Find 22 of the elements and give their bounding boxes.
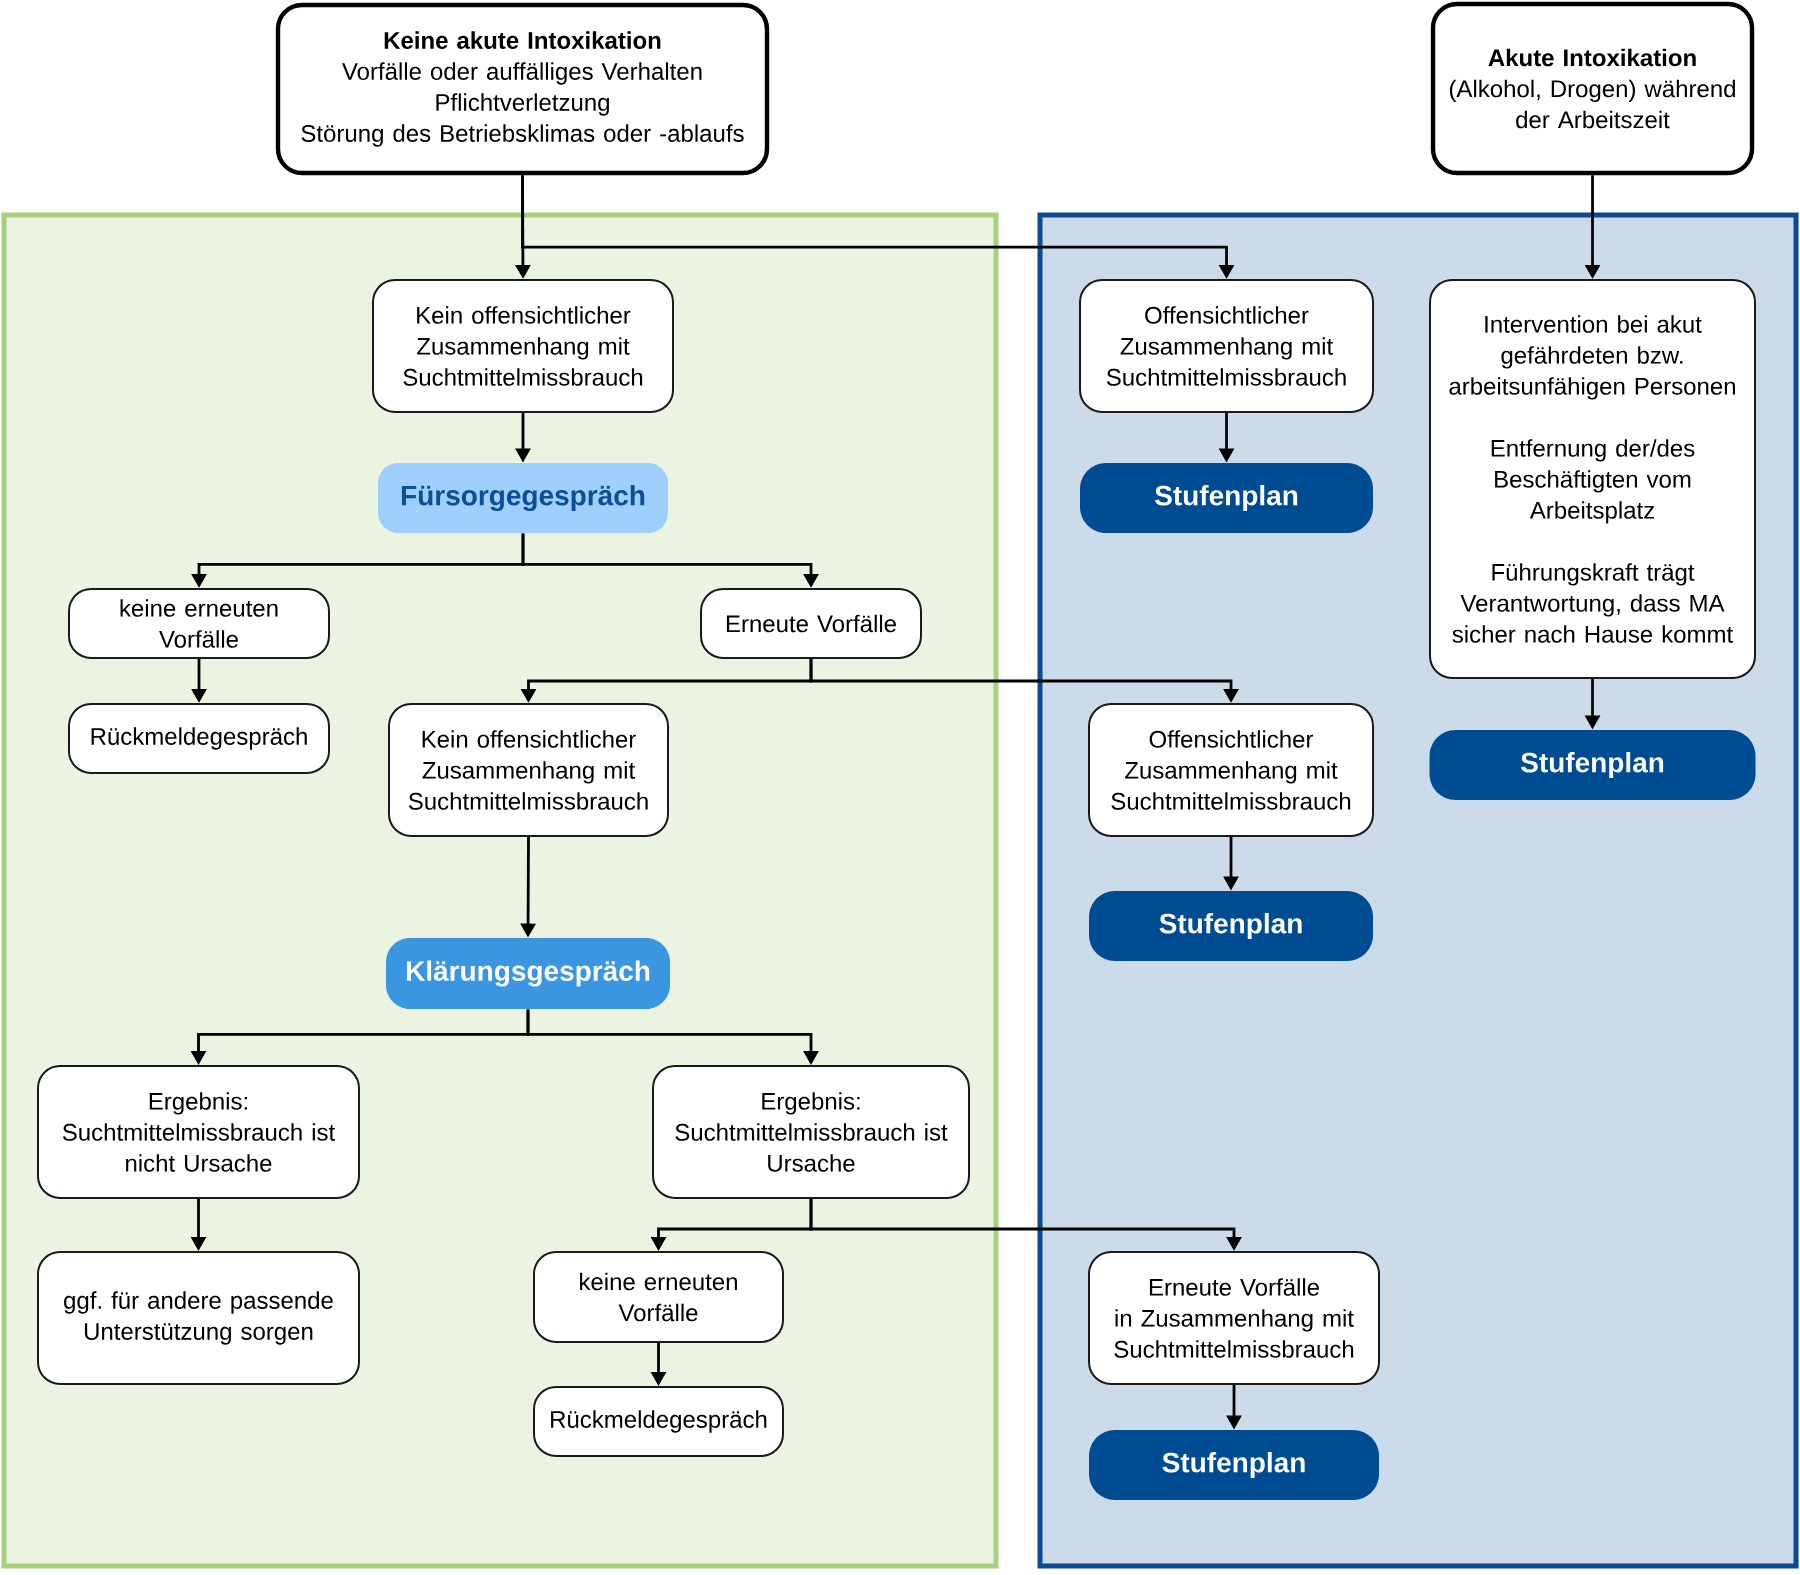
process-box: Erneute Vorfälle	[700, 588, 922, 659]
process-box: Erneute Vorfälle in Zusammenhang mit Suchtmittelmissbrauch	[1088, 1251, 1380, 1385]
action-box: Fürsorgegespräch	[378, 463, 668, 533]
start-box: Keine akute Intoxikation Vorfälle oder auffälliges Verhalten Pflichtverletzung Störung des Betriebsklimas oder -ablaufs	[275, 2, 770, 176]
process-box: Offensichtlicher Zusammenhang mit Suchtmittelmissbrauch	[1088, 703, 1374, 837]
process-box: keine erneuten Vorfälle	[533, 1251, 784, 1343]
process-box: Ergebnis: Suchtmittelmissbrauch ist nicht Ursache	[37, 1065, 360, 1199]
process-box: Kein offensichtlicher Zusammenhang mit Suchtmittelmissbrauch	[388, 703, 669, 837]
result-box: Stufenplan	[1080, 463, 1373, 533]
action-box: Klärungsgespräch	[386, 938, 670, 1009]
process-box: Rückmeldegespräch	[533, 1386, 784, 1457]
process-box: ggf. für andere passende Unterstützung sorgen	[37, 1251, 360, 1385]
process-box: Offensichtlicher Zusammenhang mit Suchtmittelmissbrauch	[1079, 279, 1374, 413]
result-box: Stufenplan	[1429, 730, 1756, 800]
result-box: Stufenplan	[1089, 1430, 1379, 1500]
process-box: Rückmeldegespräch	[68, 703, 330, 774]
process-box: Intervention bei akut gefährdeten bzw. arbeitsunfähigen Personen Entfernung der/des Beschäftigten vom Arbeitsplatz Führungskraft trägt Verantwortung, dass MA sicher nach Hause kommt	[1429, 279, 1756, 679]
result-box: Stufenplan	[1089, 891, 1373, 961]
process-box: Ergebnis: Suchtmittelmissbrauch ist Ursache	[652, 1065, 970, 1199]
start-box: Akute Intoxikation (Alkohol, Drogen) während der Arbeitszeit	[1430, 1, 1755, 176]
process-box: keine erneuten Vorfälle	[68, 588, 330, 659]
process-box: Kein offensichtlicher Zusammenhang mit Suchtmittelmissbrauch	[372, 279, 674, 413]
